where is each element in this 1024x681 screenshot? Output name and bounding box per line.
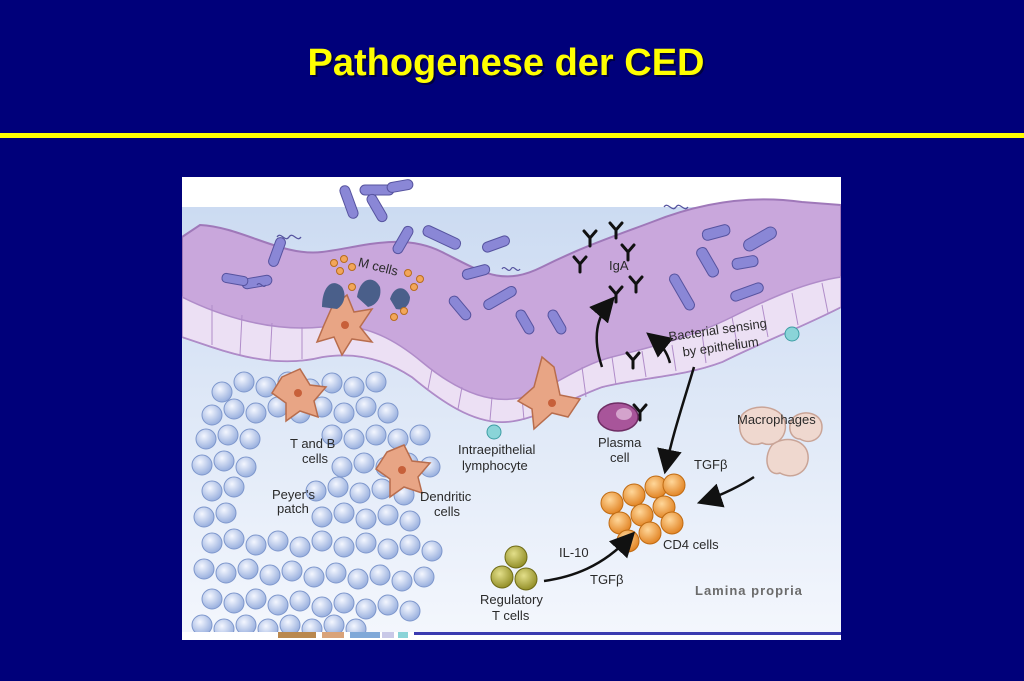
title-rule bbox=[0, 133, 1024, 138]
label-cd4: CD4 cells bbox=[663, 537, 719, 552]
dendritic-nuclei bbox=[294, 321, 556, 474]
plasma-cell-nucleus bbox=[616, 408, 632, 420]
label-dendritic-2: cells bbox=[434, 504, 461, 519]
iga-antibodies bbox=[572, 221, 648, 422]
regulatory-t-cells bbox=[490, 545, 538, 591]
label-plasma-1: Plasma bbox=[598, 435, 642, 450]
label-peyers-2: patch bbox=[277, 501, 309, 516]
label-peyers-1: Peyer's bbox=[272, 487, 315, 502]
signal-arrows bbox=[543, 296, 755, 583]
luminal-bacteria bbox=[221, 179, 777, 335]
slide-title: Pathogenese der CED bbox=[307, 42, 705, 84]
label-treg-2: T cells bbox=[492, 608, 530, 623]
label-t-and-b-1: T and B bbox=[290, 436, 335, 451]
label-lamina-propria: Lamina propria bbox=[695, 583, 803, 598]
label-iga: IgA bbox=[609, 258, 629, 273]
bacterial-flagella bbox=[256, 204, 689, 287]
label-tgf-macrophage: TGFβ bbox=[694, 457, 727, 472]
label-iel-1: Intraepithelial bbox=[458, 442, 535, 457]
m-cell-pockets bbox=[322, 279, 410, 310]
intraepithelial-lymphocytes bbox=[486, 326, 800, 440]
epithelial-cell-dividers bbox=[211, 282, 829, 421]
label-macrophages: Macrophages bbox=[737, 412, 816, 427]
label-plasma-2: cell bbox=[610, 450, 630, 465]
label-t-and-b-2: cells bbox=[302, 451, 329, 466]
epithelium-cell-band bbox=[182, 276, 841, 423]
label-iel-2: lymphocyte bbox=[462, 458, 528, 473]
label-dendritic-1: Dendritic bbox=[420, 489, 472, 504]
m-cell-particles bbox=[330, 255, 424, 321]
figure-footer-strip bbox=[182, 632, 841, 640]
pathogenesis-figure: M cells IgA Bacterial sensing by epithel… bbox=[182, 177, 841, 640]
pathogenesis-diagram: M cells IgA Bacterial sensing by epithel… bbox=[182, 177, 841, 640]
label-il10: IL-10 bbox=[559, 545, 589, 560]
label-treg-1: Regulatory bbox=[480, 592, 543, 607]
label-tgf-treg: TGFβ bbox=[590, 572, 623, 587]
macrophages bbox=[739, 406, 823, 477]
